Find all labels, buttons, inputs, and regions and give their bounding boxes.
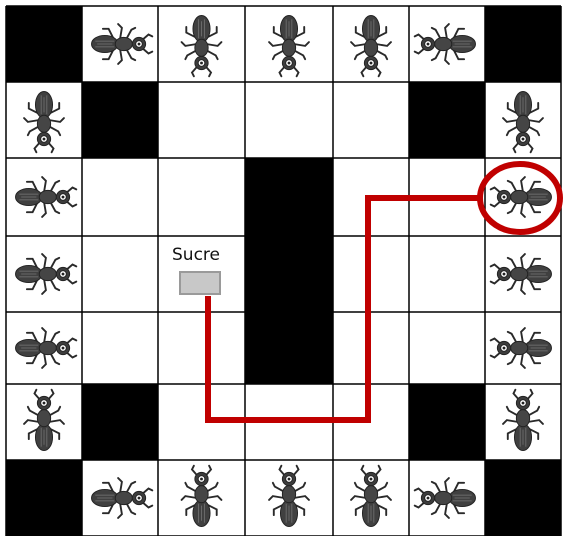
board-cell-black[interactable] [82,82,158,158]
board-cell-white[interactable] [82,158,158,236]
sugar-cube [180,272,220,294]
board-cell-black[interactable] [245,236,333,312]
board-cell-black[interactable] [409,82,485,158]
board-cell-black[interactable] [485,460,561,536]
board-cell-white[interactable] [409,312,485,384]
board-cell-black[interactable] [485,6,561,82]
board-cell-white[interactable] [158,312,245,384]
sugar-label: Sucre [172,245,220,265]
board-cell-white[interactable] [245,82,333,158]
board-cell-white[interactable] [158,82,245,158]
board-cell-white[interactable] [333,82,409,158]
board-cell-black[interactable] [409,384,485,460]
board-cell-white[interactable] [82,312,158,384]
board-cell-black[interactable] [245,158,333,236]
board-cells [6,6,561,536]
board-cell-white[interactable] [158,158,245,236]
board-cell-black[interactable] [245,312,333,384]
board-cell-black[interactable] [6,6,82,82]
board-cell-black[interactable] [6,460,82,536]
board-cell-black[interactable] [82,384,158,460]
board-cell-white[interactable] [409,236,485,312]
board-cell-white[interactable] [82,236,158,312]
